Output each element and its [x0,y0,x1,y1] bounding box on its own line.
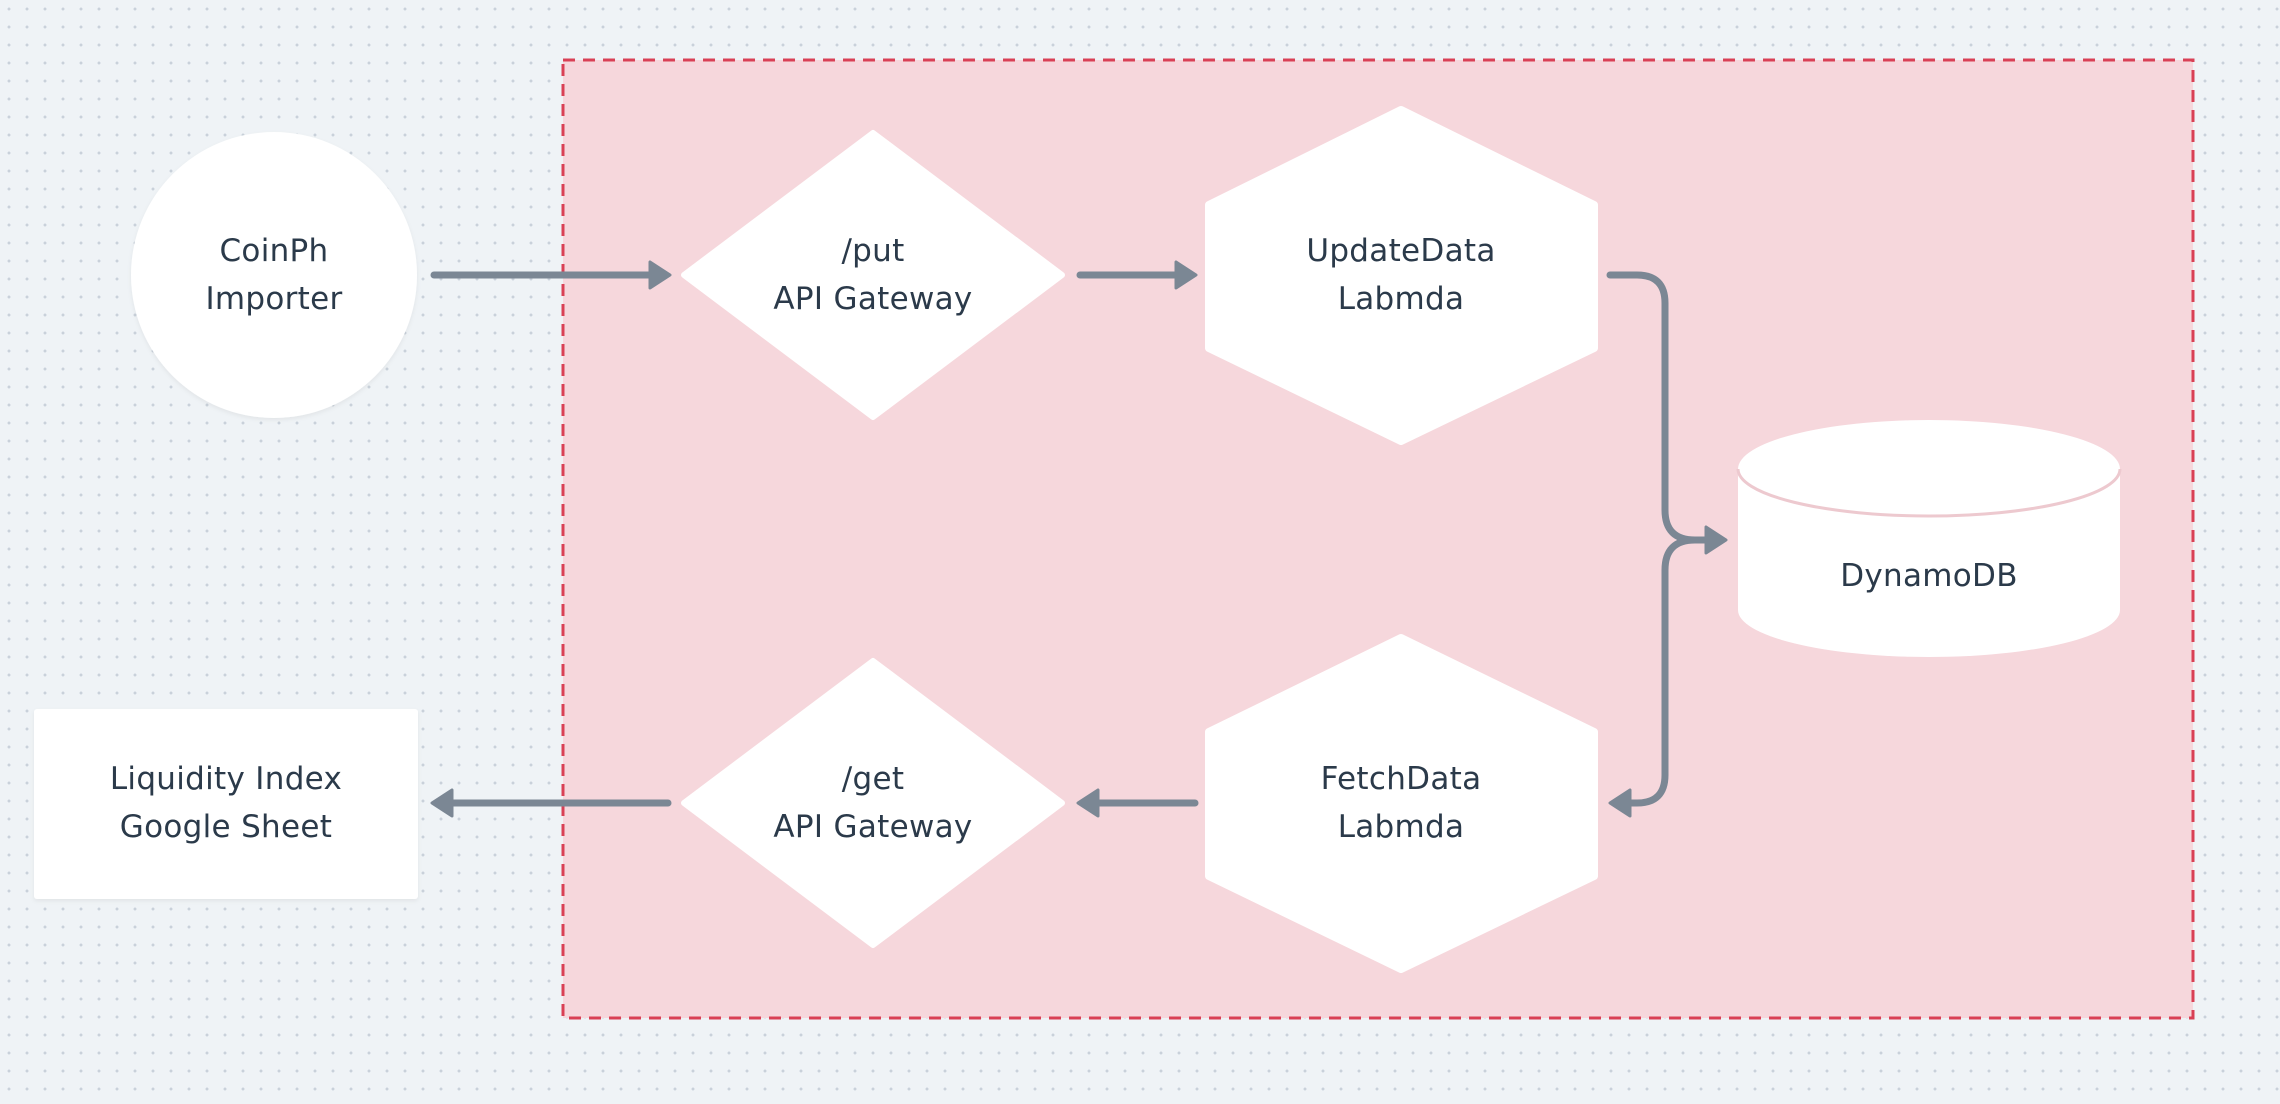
arrowhead-to-fetch [1608,788,1632,818]
fetch-lambda-label-line2: Labmda [1337,809,1465,845]
put-gateway-label-line1: /put [841,233,905,269]
get-gateway-label-line2: API Gateway [773,809,973,845]
update-lambda-label-line2: Labmda [1337,281,1465,317]
put-gateway-label: /put API Gateway [743,225,1003,325]
coinph-importer-node[interactable] [131,132,417,418]
put-api-gateway-node[interactable] [681,130,1065,420]
coinph-importer-label: CoinPh Importer [174,225,374,325]
arrowhead-to-sheet [430,788,454,818]
arrowhead-to-get [1076,788,1100,818]
liquidity-sheet-label-line2: Google Sheet [119,809,333,845]
dynamodb-label: DynamoDB [1779,551,2079,601]
liquidity-sheet-node[interactable] [34,709,418,899]
coinph-importer-label-line1: CoinPh [219,233,329,269]
coinph-importer-label-line2: Importer [205,281,343,317]
put-gateway-label-line2: API Gateway [773,281,973,317]
get-api-gateway-node[interactable] [681,658,1065,948]
fetch-lambda-label: FetchData Labmda [1251,753,1551,853]
dynamodb-label-line1: DynamoDB [1840,558,2018,594]
connector-dynamodb-to-fetch [1624,536,1699,807]
liquidity-sheet-label-line1: Liquidity Index [109,761,343,797]
arrowhead-to-dynamodb [1704,525,1728,555]
liquidity-sheet-label: Liquidity Index Google Sheet [56,753,396,853]
arrowhead-to-put [648,260,672,290]
get-gateway-label: /get API Gateway [743,753,1003,853]
update-lambda-label-line1: UpdateData [1306,233,1496,269]
get-gateway-label-line1: /get [841,761,905,797]
update-data-lambda-node[interactable] [1205,106,1598,445]
dynamodb-node[interactable] [1736,420,2122,657]
fetch-lambda-label-line1: FetchData [1320,761,1482,797]
fetch-data-lambda-node[interactable] [1205,634,1598,973]
update-lambda-label: UpdateData Labmda [1251,225,1551,325]
arrowhead-to-update [1174,260,1198,290]
